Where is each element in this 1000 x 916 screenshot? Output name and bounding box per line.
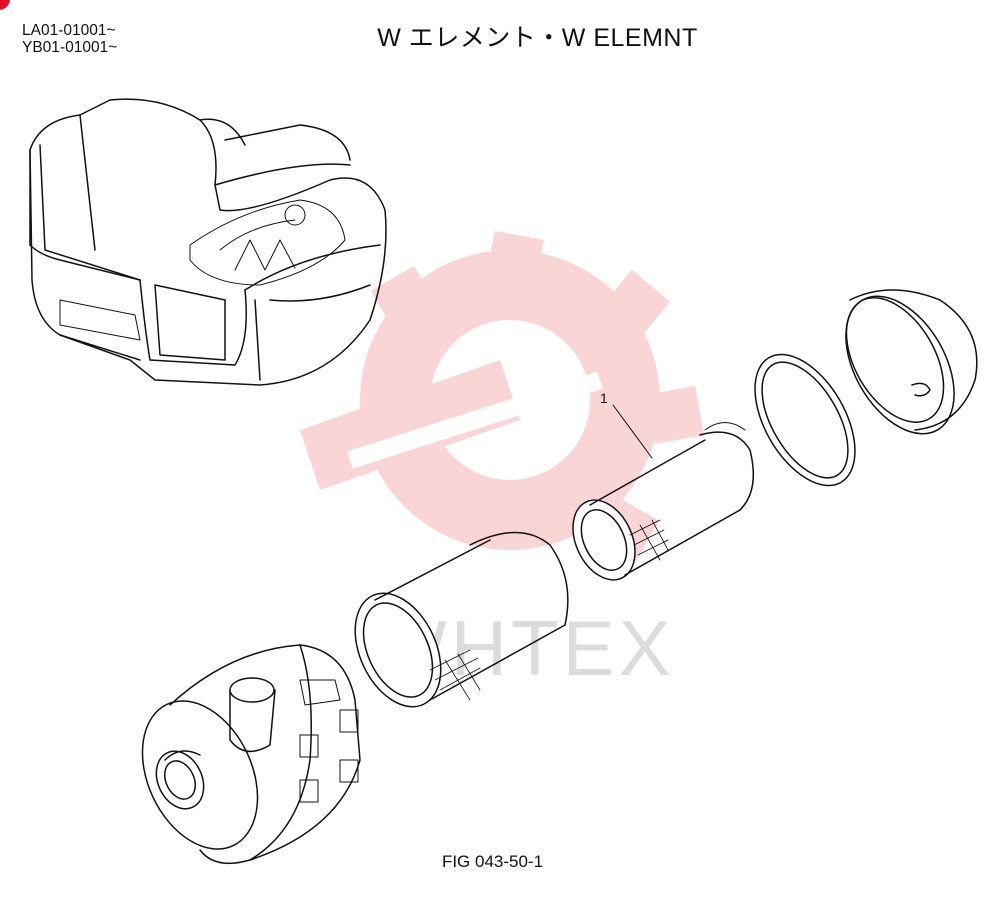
machine-sketch <box>29 98 387 386</box>
callout-leader <box>612 404 653 459</box>
inner-mesh <box>629 519 669 561</box>
air-cleaner-body <box>141 644 361 865</box>
corner-badge <box>0 0 10 10</box>
figure-label: FIG 043-50-1 <box>441 852 544 871</box>
seal-ring <box>754 353 856 487</box>
part-callout-1: 1 <box>600 390 608 406</box>
watermark-logo <box>300 231 704 565</box>
diagram-title: W エレメント・W ELEMNT <box>377 24 698 52</box>
element-mesh <box>429 649 481 701</box>
serial-range: LA01-01001~ YB01-01001~ <box>22 22 117 56</box>
serial-line-1: LA01-01001~ <box>22 22 116 39</box>
serial-line-2: YB01-01001~ <box>22 39 118 56</box>
outer-element <box>354 531 569 708</box>
end-cap <box>845 289 978 435</box>
inner-element <box>572 404 755 581</box>
